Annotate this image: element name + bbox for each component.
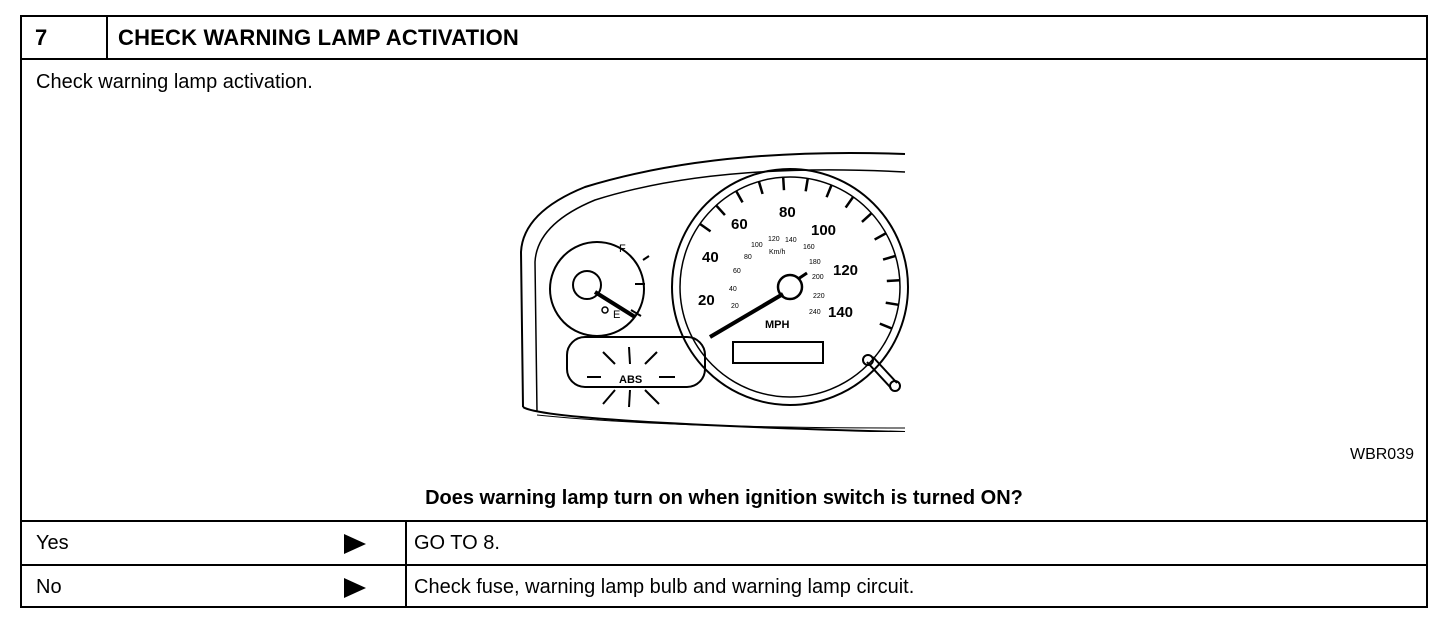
answer-row-no: No Check fuse, warning lamp bulb and war… bbox=[22, 564, 1426, 608]
abs-lamp-label: ABS bbox=[619, 374, 642, 386]
question-text: Does warning lamp turn on when ignition … bbox=[425, 487, 1023, 509]
instrument-cluster-illustration: F E ABS bbox=[515, 132, 915, 433]
speed-tick bbox=[874, 232, 887, 241]
speed-tick bbox=[844, 196, 855, 209]
fuel-empty-label: E bbox=[613, 309, 620, 321]
speed-tick bbox=[735, 190, 744, 204]
kmh-100-label: 100 bbox=[751, 242, 763, 249]
kmh-labels: 20 40 60 80 100 120 140 160 180 200 220 … bbox=[729, 236, 825, 316]
fuel-full-label: F bbox=[619, 243, 626, 255]
column-divider bbox=[405, 522, 407, 564]
cluster-housing bbox=[519, 151, 906, 408]
answer-yes-action: GO TO 8. bbox=[414, 532, 500, 554]
mph-20-label: 20 bbox=[698, 292, 715, 309]
mph-140-label: 140 bbox=[828, 304, 853, 321]
mph-100-label: 100 bbox=[811, 222, 836, 239]
mph-60-label: 60 bbox=[731, 216, 748, 233]
answer-row-yes: Yes GO TO 8. bbox=[22, 520, 1426, 564]
column-divider bbox=[405, 566, 407, 608]
kmh-60-label: 60 bbox=[733, 268, 741, 275]
speed-tick bbox=[882, 254, 896, 261]
speed-tick bbox=[879, 322, 893, 330]
answer-no-label: No bbox=[36, 576, 62, 598]
step-header: 7 CHECK WARNING LAMP ACTIVATION bbox=[22, 17, 1426, 60]
instruction-text: Check warning lamp activation. bbox=[36, 71, 313, 93]
speed-tick bbox=[825, 184, 833, 198]
step-number: 7 bbox=[22, 17, 108, 58]
mph-unit-label: MPH bbox=[765, 319, 790, 331]
speedometer: 20 40 60 80 100 120 140 20 40 60 80 100 … bbox=[671, 168, 909, 406]
mph-80-label: 80 bbox=[779, 204, 796, 221]
kmh-40-label: 40 bbox=[729, 286, 737, 293]
speed-tick bbox=[886, 278, 900, 283]
kmh-20-label: 20 bbox=[731, 303, 739, 310]
speed-tick bbox=[715, 204, 726, 216]
arrow-right-icon bbox=[344, 534, 366, 554]
answer-yes-label: Yes bbox=[36, 532, 69, 554]
odometer-display bbox=[732, 341, 824, 364]
kmh-220-label: 220 bbox=[813, 293, 825, 300]
kmh-120-label: 120 bbox=[768, 236, 780, 243]
speed-tick bbox=[804, 178, 810, 192]
trip-reset-knob bbox=[862, 354, 901, 392]
answer-no-action: Check fuse, warning lamp bulb and warnin… bbox=[414, 576, 915, 598]
mph-40-label: 40 bbox=[702, 249, 719, 266]
kmh-180-label: 180 bbox=[809, 259, 821, 266]
kmh-240-label: 240 bbox=[809, 309, 821, 316]
speed-tick bbox=[885, 301, 899, 307]
kmh-160-label: 160 bbox=[803, 244, 815, 251]
procedure-table: 7 CHECK WARNING LAMP ACTIVATION Check wa… bbox=[20, 15, 1428, 608]
kmh-200-label: 200 bbox=[812, 274, 824, 281]
arrow-right-icon bbox=[344, 578, 366, 598]
speed-tick bbox=[781, 177, 786, 191]
fuel-gauge: F E bbox=[549, 241, 650, 337]
kmh-140-label: 140 bbox=[785, 237, 797, 244]
speed-tick bbox=[699, 222, 712, 233]
mph-labels: 20 40 60 80 100 120 140 bbox=[698, 204, 858, 321]
speed-tick bbox=[757, 181, 764, 195]
step-title: CHECK WARNING LAMP ACTIVATION bbox=[118, 25, 519, 50]
figure-id: WBR039 bbox=[1349, 446, 1414, 463]
abs-warning-lamp: ABS bbox=[566, 336, 706, 408]
mph-120-label: 120 bbox=[833, 262, 858, 279]
speed-tick bbox=[861, 212, 873, 223]
kmh-80-label: 80 bbox=[744, 254, 752, 261]
kmh-unit-label: Km/h bbox=[769, 249, 785, 256]
